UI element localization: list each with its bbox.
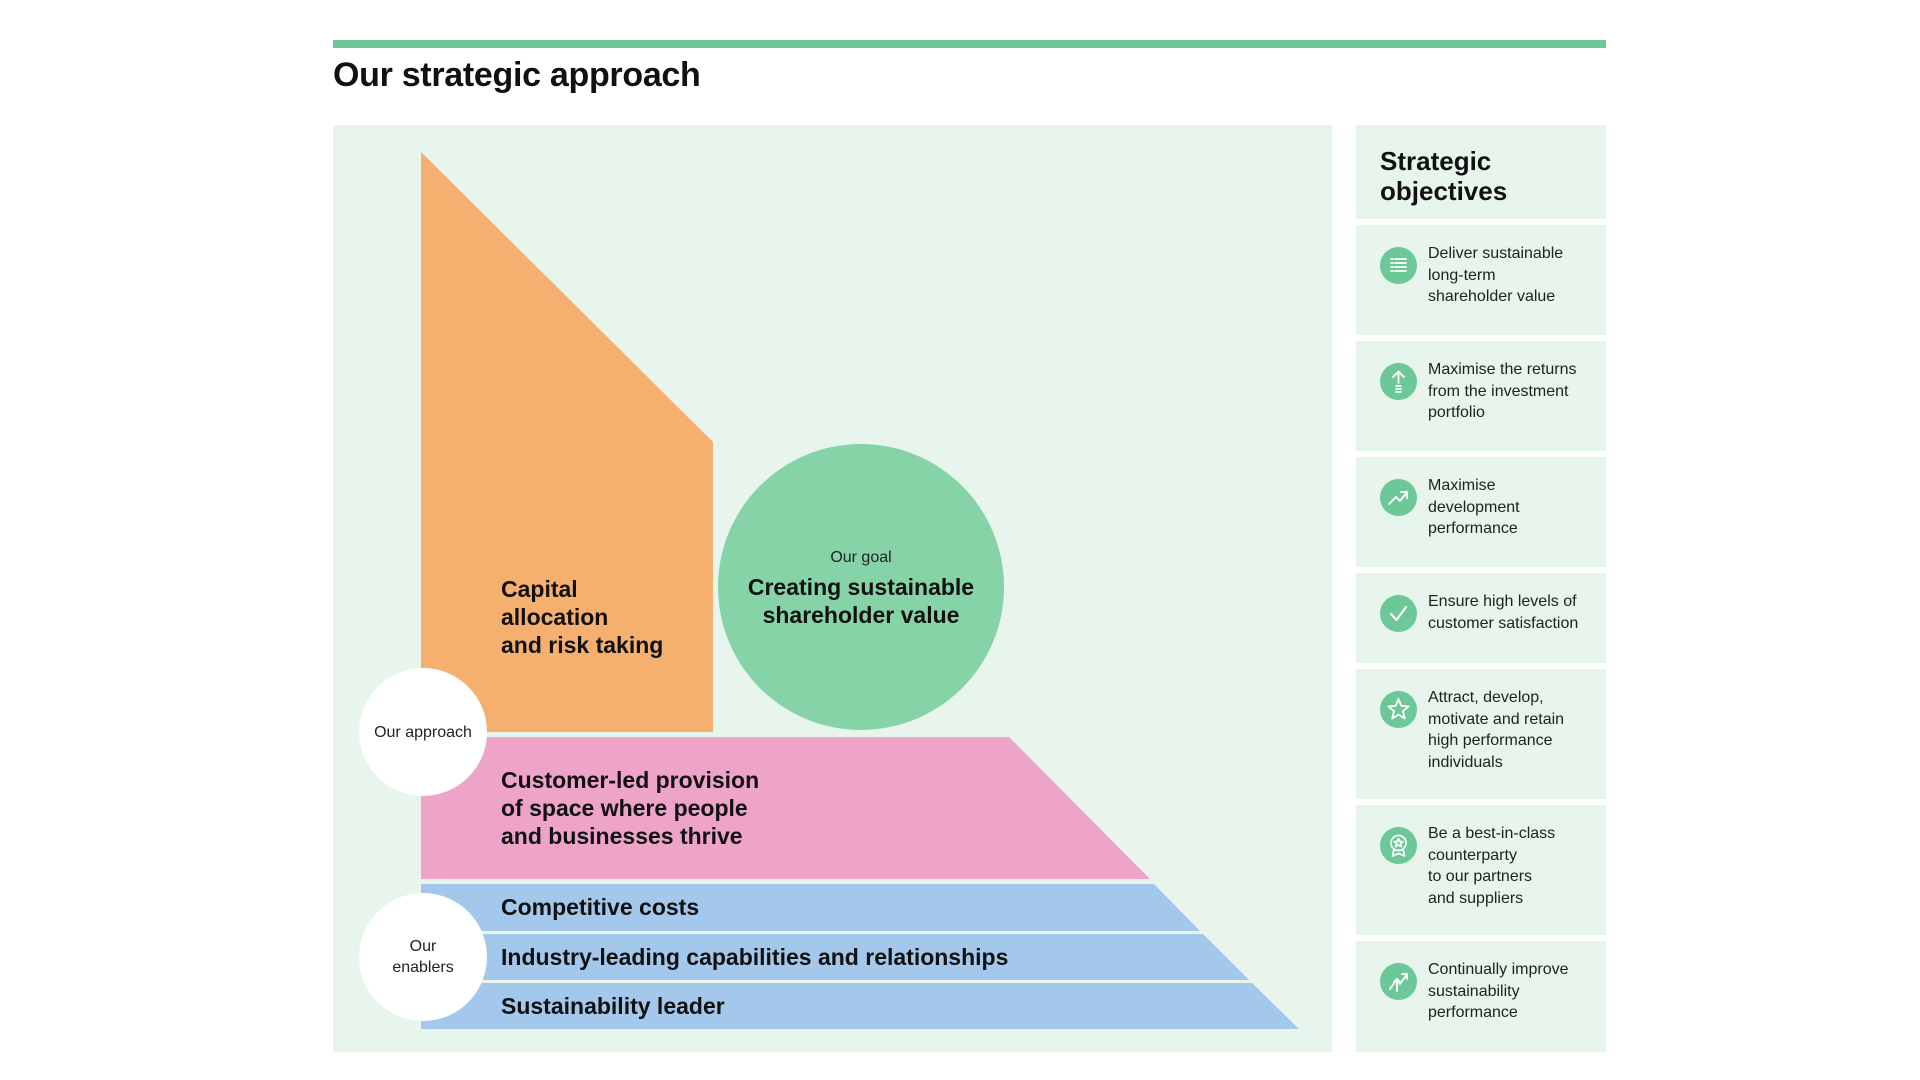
objective-card: Ensure high levels of customer satisfact… <box>1356 573 1606 663</box>
objective-text-line: long-term <box>1428 266 1496 284</box>
trend-up-icon <box>1380 479 1417 516</box>
objective-text-line: Maximise the returns <box>1428 361 1577 378</box>
goal-circle <box>718 444 1004 730</box>
our-enablers-label: Our enablers <box>392 936 453 978</box>
objective-text-line: shareholder value <box>1428 288 1556 305</box>
objectives-title-line: objectives <box>1380 176 1508 206</box>
enabler-band-competitive-costs <box>421 884 1200 931</box>
our-enablers-circle: Our enablers <box>359 893 487 1021</box>
objective-card: Attract, develop, motivate and retain hi… <box>1356 669 1606 799</box>
growth-arrows-icon <box>1380 963 1417 1000</box>
objective-text: Deliver sustainable long-term shareholde… <box>1428 243 1598 308</box>
objective-text-line: to our partners <box>1428 868 1533 885</box>
objective-text: Attract, develop, motivate and retain hi… <box>1428 687 1598 773</box>
objective-text-line: sustainability <box>1428 982 1520 1000</box>
enabler-band-capabilities <box>421 934 1249 980</box>
customer-label-line: and businesses thrive <box>501 823 743 849</box>
objective-card: Maximise development performance <box>1356 457 1606 567</box>
objective-card: Be a best-in-class counterparty to our p… <box>1356 805 1606 935</box>
goal-text: Our goal Creating sustainable shareholde… <box>718 549 1004 629</box>
objective-text-line: Maximise <box>1428 477 1496 494</box>
objectives-title-line: Strategic <box>1380 146 1492 176</box>
enablers-label-line: Our <box>409 938 437 955</box>
objective-text-line: Attract, develop, <box>1428 689 1544 706</box>
capital-label-line: allocation <box>501 604 609 630</box>
our-approach-label: Our approach <box>374 723 472 741</box>
objectives-header: Strategic objectives <box>1356 125 1606 219</box>
enabler-label-competitive-costs: Competitive costs <box>501 894 700 920</box>
strategic-objectives-column: Strategic objectives Deliver sustainable… <box>1356 125 1606 1052</box>
objective-text: Maximise development performance <box>1428 475 1598 540</box>
capital-label-line: and risk taking <box>501 632 664 658</box>
objective-card: Deliver sustainable long-term shareholde… <box>1356 225 1606 335</box>
objective-text-line: development <box>1428 498 1520 516</box>
our-approach-circle: Our approach <box>359 668 487 796</box>
objective-text-line: Deliver sustainable <box>1428 245 1564 262</box>
objective-card: Maximise the returns from the investment… <box>1356 341 1606 451</box>
strategy-diagram-shapes <box>421 152 1299 1029</box>
customer-label-line: of space where people <box>501 795 748 821</box>
objective-text: Ensure high levels of customer satisfact… <box>1428 591 1598 634</box>
award-badge-icon <box>1380 827 1417 864</box>
objective-text-line: individuals <box>1428 753 1503 771</box>
title-accent-rule <box>333 40 1606 48</box>
objective-text-line: portfolio <box>1428 404 1485 421</box>
enabler-band-sustainability <box>421 983 1299 1029</box>
objective-card: Continually improve sustainability perfo… <box>1356 941 1606 1052</box>
capital-allocation-label: Capital allocation and risk taking <box>501 575 663 659</box>
capital-allocation-shape <box>421 152 713 732</box>
objective-text: Continually improve sustainability perfo… <box>1428 959 1598 1024</box>
star-icon <box>1380 691 1417 728</box>
enablers-label-line: enablers <box>392 959 454 976</box>
objective-text: Be a best-in-class counterparty to our p… <box>1428 823 1598 909</box>
enabler-label-capabilities: Industry-leading capabilities and relati… <box>501 944 1009 970</box>
objective-text-line: motivate and retain <box>1428 710 1565 728</box>
goal-title-line: shareholder value <box>762 602 960 628</box>
goal-title-line: Creating sustainable <box>747 574 975 600</box>
objective-text-line: from the investment <box>1428 382 1569 400</box>
objective-text-line: performance <box>1428 520 1518 537</box>
customer-label-line: Customer-led provision <box>501 767 760 793</box>
objective-text-line: high performance <box>1428 732 1553 749</box>
objective-text-line: and suppliers <box>1428 889 1524 907</box>
checkmark-icon <box>1380 595 1417 632</box>
arrow-up-icon <box>1380 363 1417 400</box>
page-title: Our strategic approach <box>333 56 701 94</box>
objective-text-line: Be a best-in-class <box>1428 825 1556 842</box>
capital-label-line: Capital <box>501 576 578 602</box>
ledger-icon <box>1380 247 1417 284</box>
objective-text-line: counterparty <box>1428 846 1517 864</box>
customer-led-label: Customer-led provision of space where pe… <box>501 766 759 850</box>
objective-text: Maximise the returns from the investment… <box>1428 359 1598 424</box>
objective-text-line: customer satisfaction <box>1428 614 1579 632</box>
objectives-title: Strategic objectives <box>1380 146 1582 206</box>
objective-text-line: Ensure high levels of <box>1428 593 1577 610</box>
objective-text-line: Continually improve <box>1428 961 1569 978</box>
customer-led-shape <box>421 737 1150 879</box>
strategy-diagram-panel: Capital allocation and risk taking Our g… <box>333 125 1332 1052</box>
goal-kicker: Our goal <box>830 549 892 566</box>
objective-text-line: performance <box>1428 1004 1518 1021</box>
enabler-label-sustainability: Sustainability leader <box>501 993 725 1019</box>
